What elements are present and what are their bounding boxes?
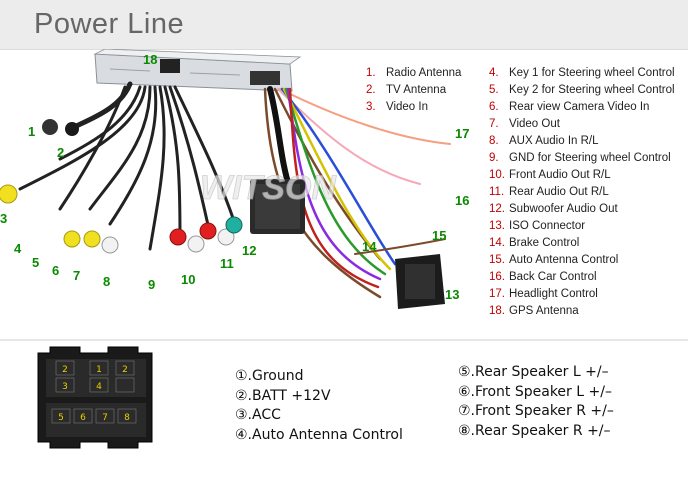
callout-7: 7 bbox=[73, 268, 80, 283]
pinout-item-6: ⑥.Front Speaker L +/– bbox=[458, 383, 612, 400]
legend-item-7: 7.Video Out bbox=[489, 118, 560, 130]
legend-item-10: 10.Front Audio Out R/L bbox=[489, 169, 611, 181]
callout-15: 15 bbox=[432, 228, 446, 243]
callout-17: 17 bbox=[455, 126, 469, 141]
pinout-item-7: ⑦.Front Speaker R +/– bbox=[458, 403, 614, 419]
iso-connector-diagram: 2 1 2 3 4 5 6 7 8 bbox=[37, 346, 153, 449]
legend-item-9: 9.GND for Steering wheel Control bbox=[489, 152, 671, 164]
pinout-item-2: ②.BATT +12V bbox=[235, 387, 331, 404]
section-divider bbox=[0, 339, 688, 341]
pinout-list-right: ⑤.Rear Speaker L +/– ⑥.Front Speaker L +… bbox=[458, 364, 614, 442]
head-unit bbox=[93, 49, 302, 92]
pin-label-5: 5 bbox=[58, 413, 64, 423]
pin-label-top-a: 2 bbox=[62, 365, 68, 375]
iso-connector-photo bbox=[395, 254, 445, 309]
legend-item-1: 1.Radio Antenna bbox=[366, 67, 462, 79]
callout-1: 1 bbox=[28, 124, 35, 139]
callout-14: 14 bbox=[362, 239, 377, 254]
pinout-item-4: ④.Auto Antenna Control bbox=[235, 426, 403, 443]
rca-connectors bbox=[0, 119, 243, 254]
legend-item-4: 4.Key 1 for Steering wheel Control bbox=[489, 67, 675, 79]
callout-2: 2 bbox=[57, 145, 64, 160]
legend-item-14: 14.Brake Control bbox=[489, 237, 580, 249]
pinout-item-5: ⑤.Rear Speaker L +/– bbox=[458, 364, 609, 380]
callout-11: 11 bbox=[220, 256, 234, 271]
harness-wires bbox=[18, 81, 451, 299]
legend-item-8: 8.AUX Audio In R/L bbox=[489, 135, 599, 147]
callout-13: 13 bbox=[445, 287, 459, 302]
pinout-item-3: ③.ACC bbox=[235, 407, 281, 423]
legend-item-3: 3.Video In bbox=[366, 101, 428, 113]
watermark: WITSON bbox=[200, 169, 337, 207]
legend-item-15: 15.Auto Antenna Control bbox=[489, 254, 619, 266]
callout-12: 12 bbox=[242, 243, 256, 258]
callout-6: 6 bbox=[52, 263, 59, 278]
legend-item-6: 6.Rear view Camera Video In bbox=[489, 101, 650, 113]
callout-10: 10 bbox=[181, 272, 195, 287]
pin-label-4: 4 bbox=[96, 382, 102, 392]
callout-9: 9 bbox=[148, 277, 155, 292]
relay-box bbox=[250, 179, 305, 234]
pinout-list-left: ①.Ground ②.BATT +12V ③.ACC ④.Auto Antenn… bbox=[235, 368, 403, 446]
pin-label-top-1: 1 bbox=[96, 365, 102, 375]
callout-3: 3 bbox=[0, 211, 7, 226]
legend-item-5: 5.Key 2 for Steering wheel Control bbox=[489, 84, 675, 96]
pin-label-6: 6 bbox=[80, 413, 86, 423]
legend-item-12: 12.Subwoofer Audio Out bbox=[489, 203, 618, 215]
callout-16: 16 bbox=[455, 193, 469, 208]
pin-label-7: 7 bbox=[102, 413, 108, 423]
legend-item-2: 2.TV Antenna bbox=[366, 84, 447, 96]
harness-illustration: WITSON 1 2 3 4 5 6 7 8 9 10 11 12 13 14 … bbox=[0, 49, 469, 309]
legend-item-11: 11.Rear Audio Out R/L bbox=[489, 186, 609, 198]
callout-8: 8 bbox=[103, 274, 110, 289]
legend-item-18: 18.GPS Antenna bbox=[489, 305, 579, 317]
page-title: Power Line bbox=[34, 8, 185, 40]
pin-label-3: 3 bbox=[62, 382, 68, 392]
callout-4: 4 bbox=[14, 241, 22, 256]
pinout-item-1: ①.Ground bbox=[235, 368, 304, 384]
header-bar: Power Line bbox=[0, 0, 688, 50]
pin-label-top-2: 2 bbox=[122, 365, 128, 375]
legend-item-16: 16.Back Car Control bbox=[489, 271, 597, 283]
pin-label-8: 8 bbox=[124, 413, 130, 423]
callout-labels: 1 2 3 4 5 6 7 8 9 10 11 12 13 14 15 16 1… bbox=[0, 52, 469, 302]
legend-item-13: 13.ISO Connector bbox=[489, 220, 586, 232]
legend-item-17: 17.Headlight Control bbox=[489, 288, 598, 300]
callout-18: 18 bbox=[143, 52, 157, 67]
pinout-item-8: ⑧.Rear Speaker R +/– bbox=[458, 422, 611, 439]
callout-5: 5 bbox=[32, 255, 39, 270]
